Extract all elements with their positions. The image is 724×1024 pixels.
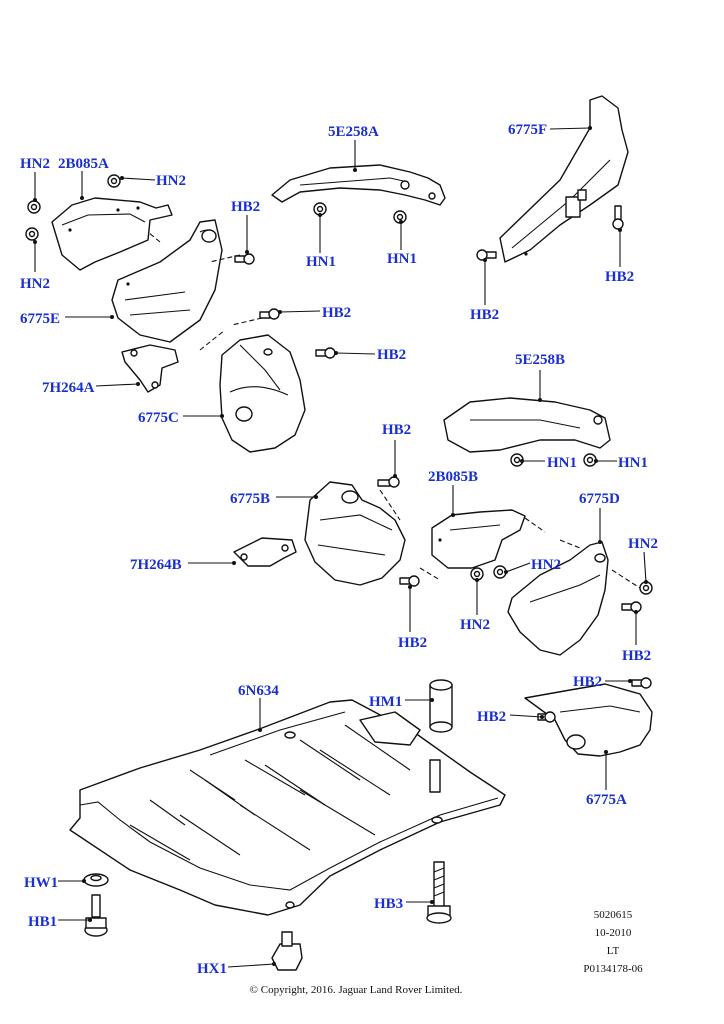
bolt-hb2-d <box>612 205 624 230</box>
label-hb2: HB2 <box>398 635 427 651</box>
washer-hw1 <box>83 873 109 887</box>
bolt-hb2-a <box>234 253 255 265</box>
bolt-hb2-h <box>621 601 642 613</box>
label-hn2: HN2 <box>20 156 50 172</box>
nut-hn1-d <box>583 453 597 467</box>
dash-connectors-middle <box>379 489 641 589</box>
bolt-hb2-b <box>259 308 280 320</box>
label-hn2: HN2 <box>531 557 561 573</box>
reference-number: 5020615 <box>594 909 633 921</box>
model-code: LT <box>607 945 620 957</box>
rubber-mount-hm1 <box>429 679 453 733</box>
label-5e258a: 5E258A <box>328 124 379 140</box>
nut-hn2-a <box>27 200 41 214</box>
label-hb3: HB3 <box>374 896 403 912</box>
label-6775f: 6775F <box>508 122 547 138</box>
label-6775b: 6775B <box>230 491 270 507</box>
label-7h264b: 7H264B <box>130 557 182 573</box>
clip-hx1 <box>271 931 303 971</box>
leader-dots <box>33 126 648 966</box>
leader-lines <box>34 127 647 968</box>
label-7h264a: 7H264A <box>42 380 95 396</box>
label-hn2: HN2 <box>460 617 490 633</box>
label-hb1: HB1 <box>28 914 57 930</box>
bolt-hb2-i <box>631 677 652 689</box>
copyright-notice: © Copyright, 2016. Jaguar Land Rover Lim… <box>250 984 463 996</box>
shield-6775a <box>524 683 653 757</box>
bracket-7h264b <box>233 537 297 567</box>
label-hb2: HB2 <box>377 347 406 363</box>
label-hn1: HN1 <box>618 455 648 471</box>
issue-date: 10-2010 <box>595 927 632 939</box>
label-hn2: HN2 <box>156 173 186 189</box>
label-hw1: HW1 <box>24 875 58 891</box>
shield-6775e <box>111 219 223 343</box>
bolt-hb2-c <box>315 347 336 359</box>
bracket-2b085b <box>431 509 526 569</box>
bolt-hb1 <box>84 894 108 937</box>
label-hm1: HM1 <box>369 694 402 710</box>
label-hn2: HN2 <box>20 276 50 292</box>
label-6775a: 6775A <box>586 792 627 808</box>
label-5e258b: 5E258B <box>515 352 565 368</box>
dash-connectors-upper-left <box>147 231 263 351</box>
shield-6775f <box>499 95 629 263</box>
label-2b085a: 2B085A <box>58 156 109 172</box>
shield-6775b <box>304 481 406 586</box>
bolt-hb3 <box>426 861 452 924</box>
label-hn2: HN2 <box>628 536 658 552</box>
shield-6n634 <box>69 699 506 916</box>
label-6775c: 6775C <box>138 410 179 426</box>
bolt-hb2-e <box>476 249 497 261</box>
label-hb2: HB2 <box>605 269 634 285</box>
label-hn1: HN1 <box>306 254 336 270</box>
label-hb2: HB2 <box>231 199 260 215</box>
bracket-5e258b <box>443 397 611 453</box>
label-6775d: 6775D <box>579 491 620 507</box>
label-6775e: 6775E <box>20 311 60 327</box>
bracket-5e258a <box>271 164 446 206</box>
label-6n634: 6N634 <box>238 683 279 699</box>
label-hn1: HN1 <box>547 455 577 471</box>
shield-6775d <box>507 541 609 656</box>
label-hb2: HB2 <box>573 674 602 690</box>
nut-hn2-c <box>25 227 39 241</box>
nut-hn2-f <box>639 581 653 595</box>
label-2b085b: 2B085B <box>428 469 478 485</box>
shield-6775c <box>219 334 306 453</box>
label-hb2: HB2 <box>477 709 506 725</box>
bolt-hb2-f <box>377 476 400 488</box>
label-hb2: HB2 <box>322 305 351 321</box>
label-hx1: HX1 <box>197 961 227 977</box>
bracket-7h264a <box>121 344 179 393</box>
label-hb2: HB2 <box>622 648 651 664</box>
bracket-2b085a <box>51 197 173 271</box>
label-hb2: HB2 <box>382 422 411 438</box>
label-hb2: HB2 <box>470 307 499 323</box>
nut-hn2-b <box>107 174 121 188</box>
bolt-hb2-g <box>399 575 420 587</box>
label-hn1: HN1 <box>387 251 417 267</box>
illustration-number: P0134178-06 <box>583 963 643 975</box>
